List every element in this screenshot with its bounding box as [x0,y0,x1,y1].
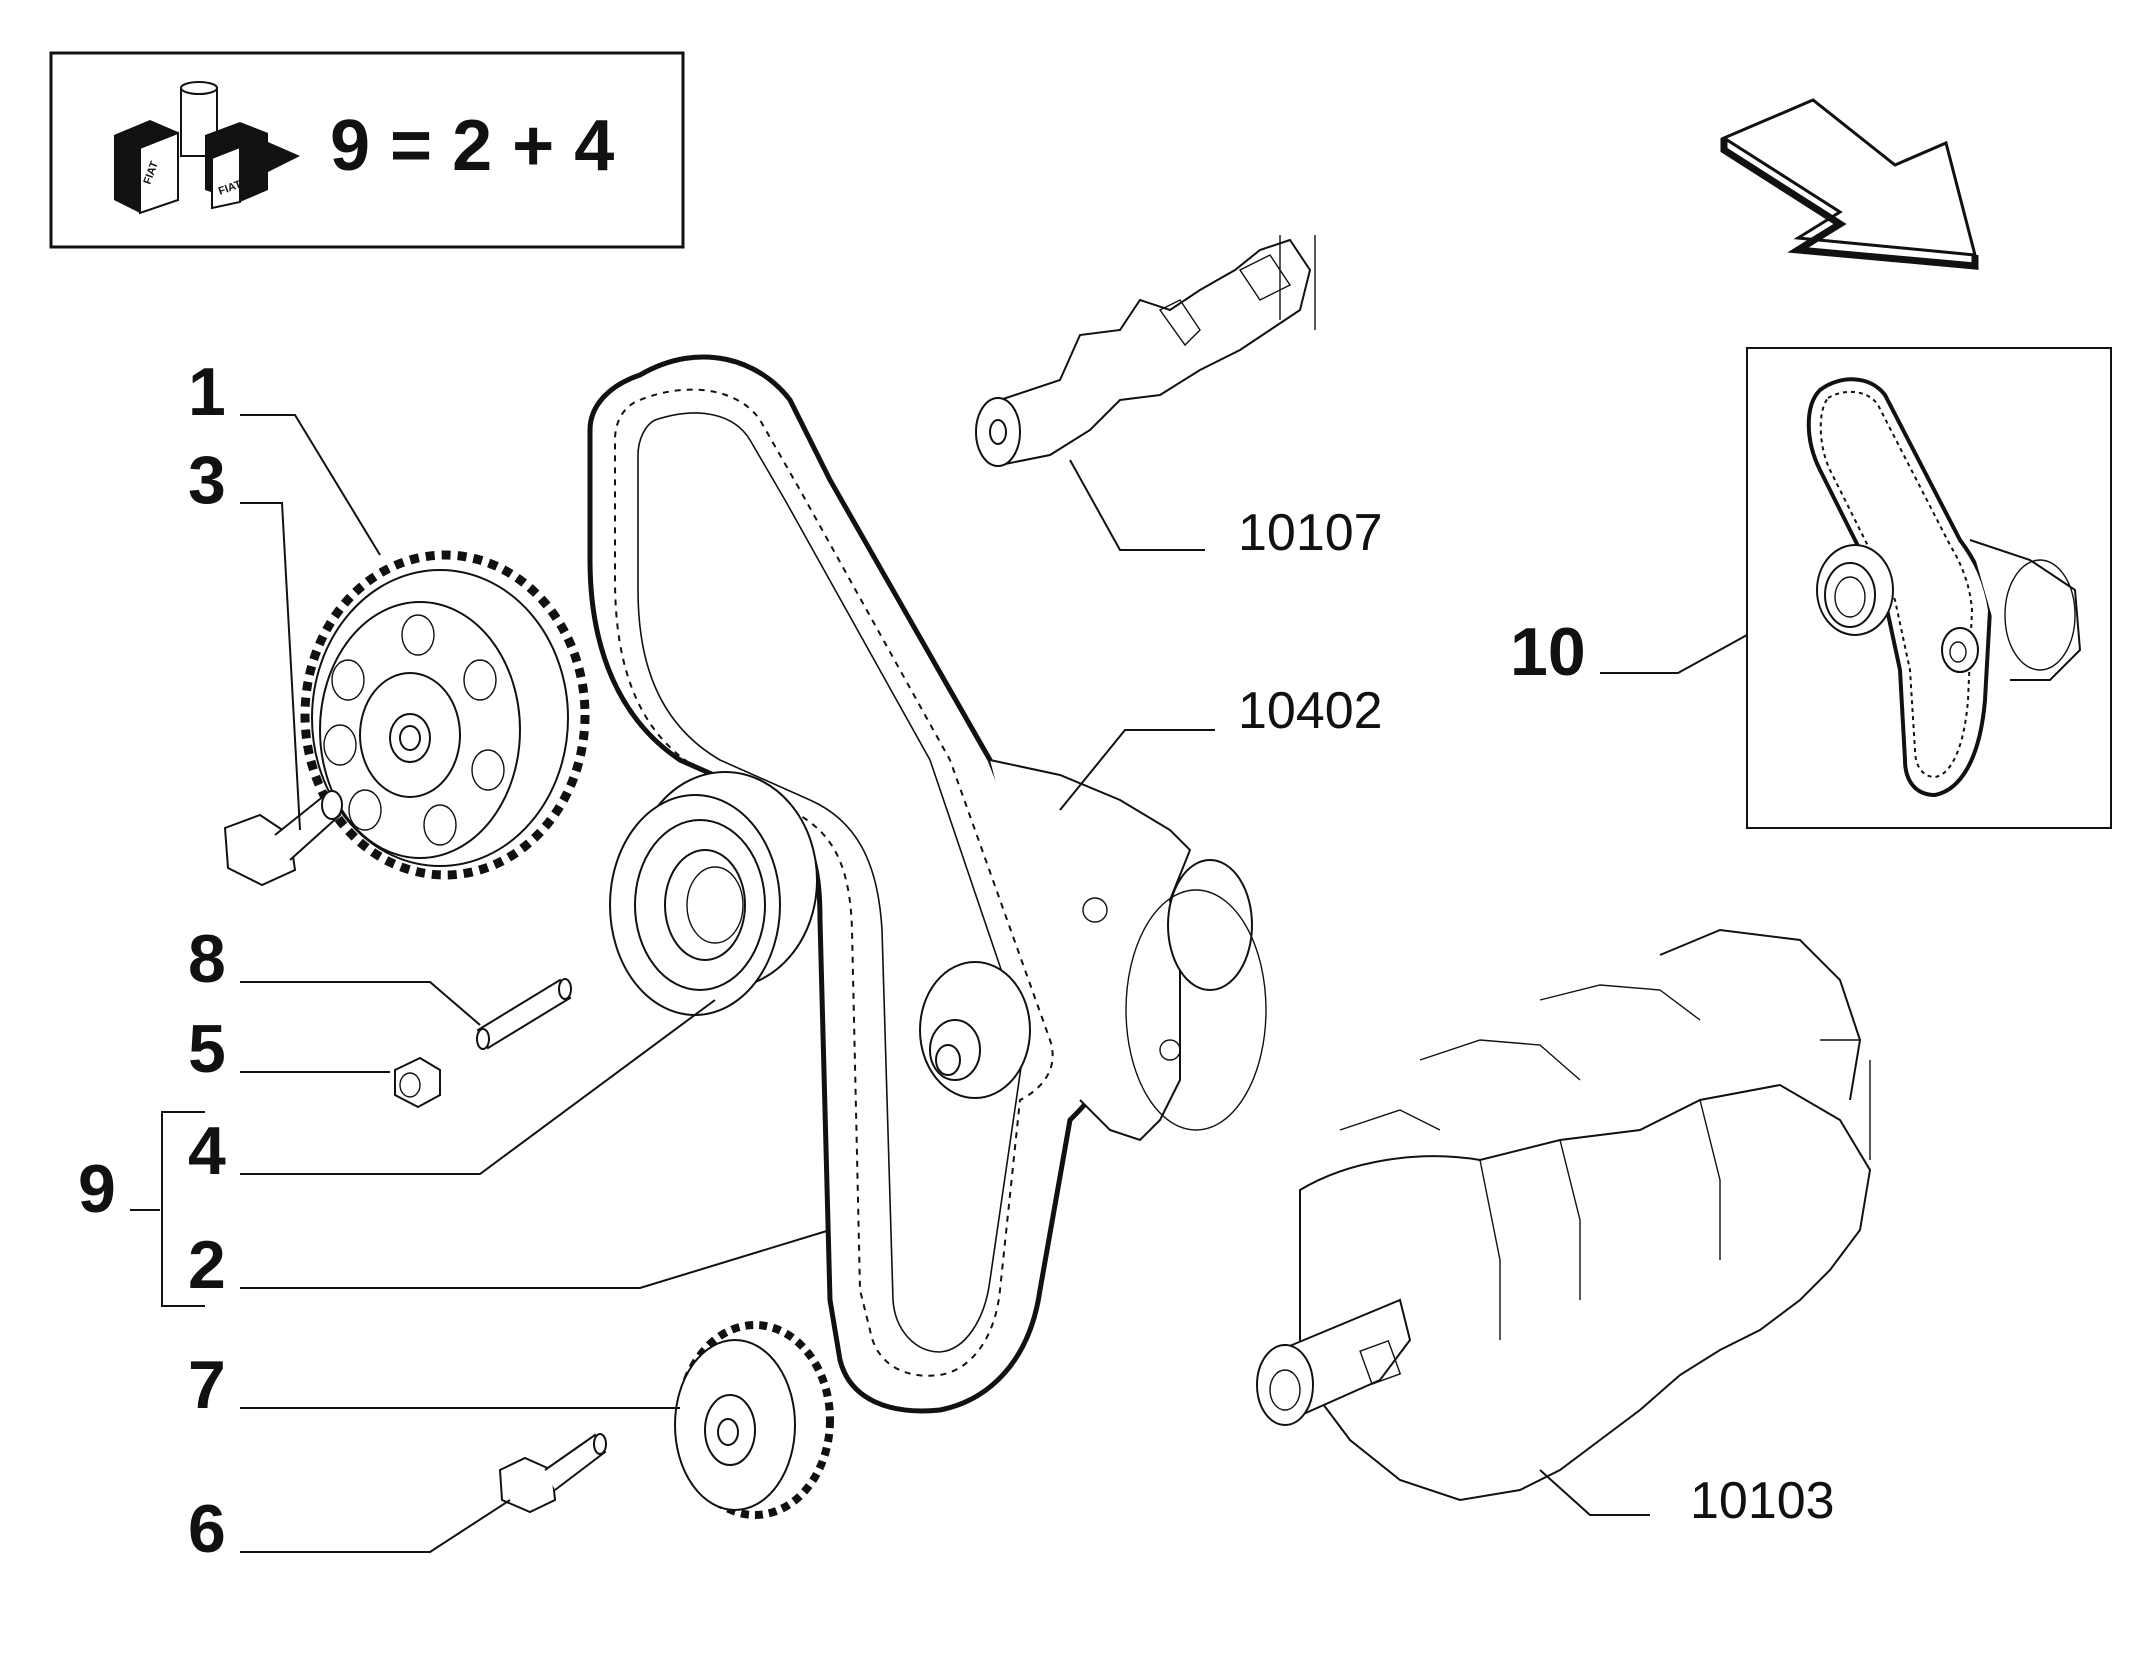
camshaft-drawing [975,235,1316,467]
inset-box [1746,347,2112,829]
callout-2: 2 [188,1227,226,1303]
callout-4: 4 [188,1113,226,1189]
ref-belt-cover: 10402 [1238,682,1383,740]
callouts: 1 3 8 5 4 9 2 7 6 10 [78,354,1586,1567]
crankshaft-gear [674,1321,834,1519]
idler-hub-drawing [919,961,1031,1099]
crankshaft-drawing [1256,928,1872,1502]
crank-bolt [498,1433,607,1514]
callout-10: 10 [1510,614,1586,690]
nut [394,1056,441,1109]
callout-9: 9 [78,1151,116,1227]
camshaft-gear [300,550,590,880]
kit-formula: 9 = 2 + 4 [330,106,614,186]
callout-3: 3 [188,442,226,518]
callout-7: 7 [188,1347,226,1423]
fiat-kit-icon: FIAT FIAT [114,81,300,215]
leader-lines [130,414,1748,1553]
ref-camshaft: 10107 [1238,504,1383,562]
callout-8: 8 [188,921,226,997]
reference-numbers: 10107 10402 10103 [1238,504,1835,1530]
tensioner-pulley [609,771,818,1016]
ref-crankshaft: 10103 [1690,1472,1835,1530]
callout-1: 1 [188,354,226,430]
callout-5: 5 [188,1011,226,1087]
stud [476,978,572,1050]
direction-arrow-icon [1720,98,1979,270]
kit-box: FIAT FIAT 9 = 2 + 4 [49,51,685,249]
belt-cover-drawing [989,759,1267,1142]
gear-bolt [223,790,343,887]
callout-6: 6 [188,1491,226,1567]
